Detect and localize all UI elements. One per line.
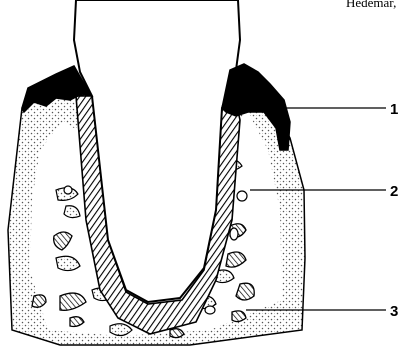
callout-label-2: 2 xyxy=(390,183,398,200)
callout-label-3: 3 xyxy=(390,303,398,320)
corner-text: Hedemar, xyxy=(346,0,396,10)
callout-label-1: 1 xyxy=(390,101,398,118)
